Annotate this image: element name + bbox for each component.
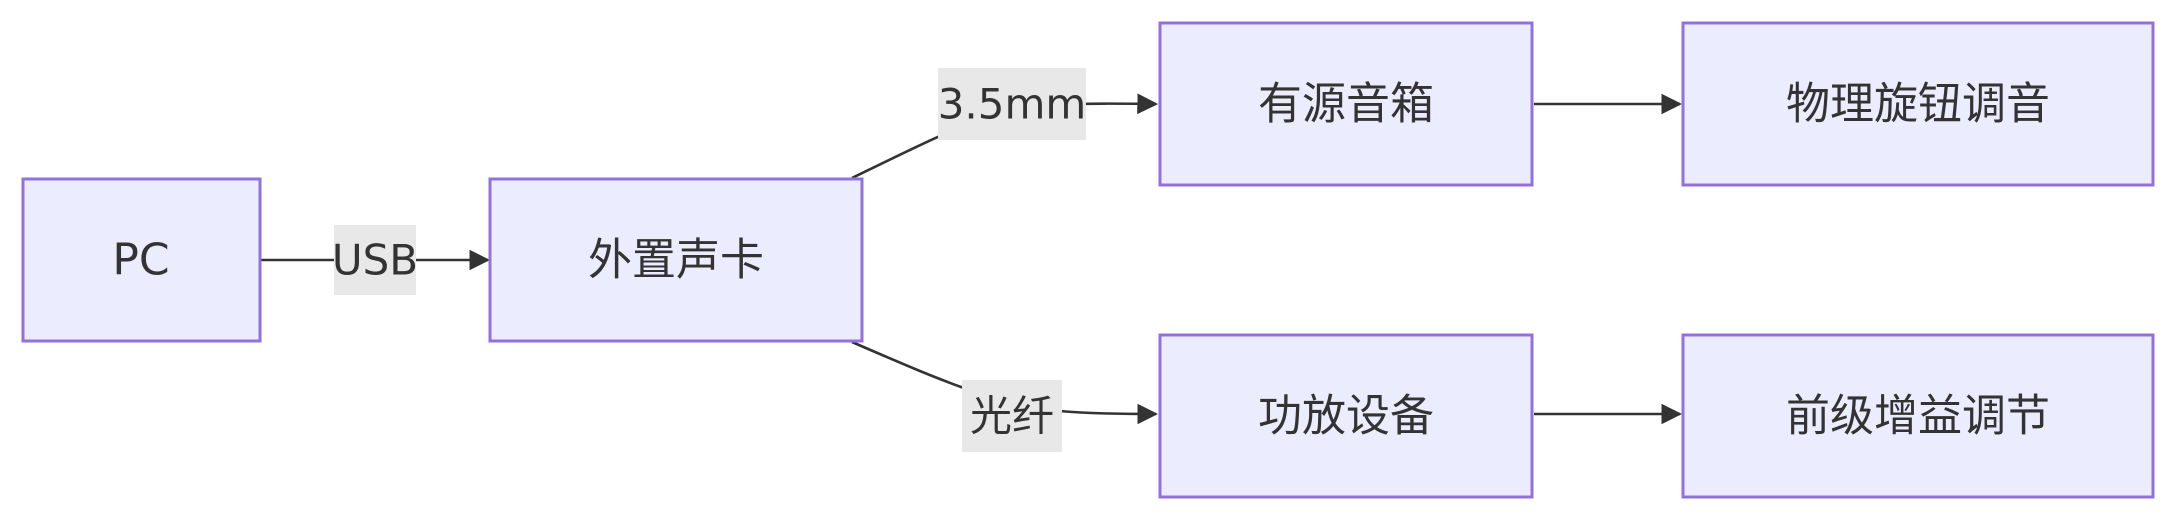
svg-text:前级增益调节: 前级增益调节 bbox=[1786, 391, 2050, 442]
svg-text:有源音箱: 有源音箱 bbox=[1258, 79, 1434, 130]
svg-text:USB: USB bbox=[332, 236, 418, 285]
node-amplifier[interactable]: 功放设备 bbox=[1158, 333, 1534, 499]
svg-text:外置声卡: 外置声卡 bbox=[588, 235, 764, 286]
edge-label-3-5mm: 3.5mm bbox=[938, 68, 1087, 140]
svg-text:功放设备: 功放设备 bbox=[1258, 391, 1434, 442]
node-preamp-gain[interactable]: 前级增益调节 bbox=[1681, 333, 2155, 499]
svg-text:物理旋钮调音: 物理旋钮调音 bbox=[1786, 79, 2050, 130]
node-active-speaker[interactable]: 有源音箱 bbox=[1158, 21, 1534, 187]
node-knob-tuning[interactable]: 物理旋钮调音 bbox=[1681, 21, 2155, 187]
svg-text:PC: PC bbox=[112, 235, 169, 286]
edge-label-optical-fiber: 光纤 bbox=[962, 380, 1062, 452]
node-sound-card[interactable]: 外置声卡 bbox=[488, 177, 864, 343]
svg-text:3.5mm: 3.5mm bbox=[938, 80, 1087, 129]
node-pc[interactable]: PC bbox=[21, 177, 262, 343]
edge-label-usb: USB bbox=[332, 225, 418, 295]
svg-text:光纤: 光纤 bbox=[970, 392, 1054, 441]
